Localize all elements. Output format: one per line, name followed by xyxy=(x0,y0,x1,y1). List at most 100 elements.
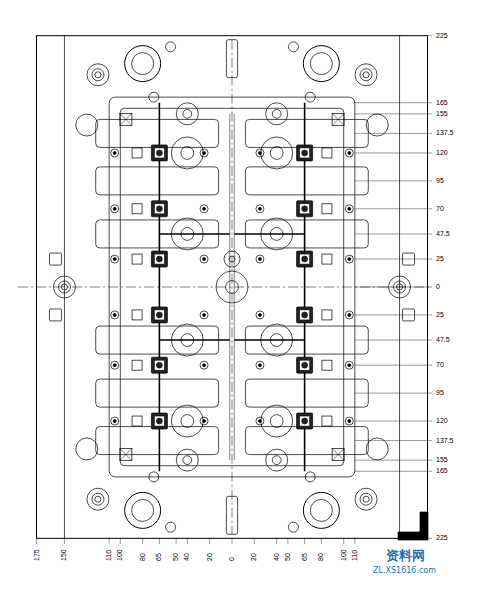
drawing-circle xyxy=(302,312,308,318)
drawing-circle xyxy=(171,324,203,356)
drawing-circle xyxy=(224,251,240,267)
drawing-line xyxy=(355,233,432,234)
dimension-label: 110 xyxy=(105,549,113,562)
drawing-circle xyxy=(272,456,281,465)
drawing-circle xyxy=(203,364,206,367)
drawing-rect xyxy=(49,309,61,321)
drawing-circle xyxy=(366,114,388,136)
drawing-circle xyxy=(216,271,248,303)
plate-outline-group xyxy=(18,36,432,544)
drawing-line xyxy=(232,40,233,535)
drawing-circle xyxy=(200,311,208,319)
drawing-circle xyxy=(149,92,159,102)
drawing-line xyxy=(355,287,432,288)
drawing-circle xyxy=(229,256,235,262)
drawing-circle xyxy=(261,218,293,250)
drawing-circle xyxy=(366,438,388,460)
drawing-circle xyxy=(345,255,353,263)
drawing-rect xyxy=(120,449,132,461)
drawing-line xyxy=(276,538,277,544)
dimension-label: 120 xyxy=(435,149,449,157)
drawing-circle xyxy=(113,258,116,261)
drawing-rect xyxy=(151,413,167,429)
drawing-line xyxy=(355,259,432,260)
drawing-circle xyxy=(288,42,298,52)
drawing-circle xyxy=(270,334,283,347)
drawing-line xyxy=(321,538,322,544)
drawing-circle xyxy=(92,69,104,81)
corner-mark xyxy=(398,512,428,540)
drawing-rect xyxy=(322,204,332,214)
drawing-circle xyxy=(156,362,162,368)
drawing-circle xyxy=(302,256,308,262)
drawing-line xyxy=(120,449,132,461)
watermark: ZL.XS1616.com xyxy=(372,566,437,575)
drawing-circle xyxy=(258,258,261,261)
dimension-label: 100 xyxy=(340,548,348,562)
drawing-rect xyxy=(151,145,167,161)
drawing-circle xyxy=(132,499,154,521)
drawing-line xyxy=(355,102,432,103)
drawing-circle xyxy=(363,72,369,78)
drawing-circle xyxy=(125,492,161,528)
drawing-circle xyxy=(305,92,315,102)
drawing-circle xyxy=(348,151,351,154)
dimension-label: 110 xyxy=(351,549,359,562)
drawing-rect xyxy=(151,201,167,217)
dimension-label: 175 xyxy=(33,548,41,562)
drawing-circle xyxy=(302,150,308,156)
drawing-circle xyxy=(266,103,288,125)
drawing-circle xyxy=(270,228,283,241)
drawing-rect xyxy=(154,310,164,320)
drawing-circle xyxy=(171,137,203,169)
drawing-circle xyxy=(203,207,206,210)
drawing-circle xyxy=(302,362,308,368)
drawing-line xyxy=(120,113,132,125)
drawing-rect xyxy=(297,201,313,217)
drawing-line xyxy=(355,365,432,366)
drawing-circle xyxy=(203,313,206,316)
drawing-circle xyxy=(256,205,264,213)
dimension-label: 165 xyxy=(435,467,449,475)
drawing-circle xyxy=(113,313,116,316)
drawing-circle xyxy=(355,488,377,510)
drawing-line xyxy=(355,421,432,422)
drawing-circle xyxy=(256,149,264,157)
drawing-rect xyxy=(297,251,313,267)
drawing-circle xyxy=(76,438,98,460)
drawing-line xyxy=(159,339,229,340)
drawing-circle xyxy=(125,46,161,82)
drawing-line xyxy=(36,538,37,544)
drawing-rect xyxy=(322,310,332,320)
drawing-line xyxy=(332,449,344,461)
drawing-circle xyxy=(181,147,194,160)
dimension-label: 25 xyxy=(435,311,445,319)
drawing-line xyxy=(304,538,305,544)
drawing-circle xyxy=(200,417,208,425)
drawing-circle xyxy=(95,72,101,78)
drawing-rect xyxy=(297,413,313,429)
drawing-line xyxy=(176,538,177,544)
dimension-label: 0 xyxy=(435,283,441,291)
drawing-line xyxy=(332,113,344,125)
dimension-label: 70 xyxy=(435,361,445,369)
drawing-rect xyxy=(300,416,310,426)
drawing-rect xyxy=(322,416,332,426)
drawing-rect xyxy=(132,148,142,158)
drawing-circle xyxy=(261,405,293,437)
drawing-circle xyxy=(348,258,351,261)
dimension-label: 0 xyxy=(228,556,236,562)
drawing-line xyxy=(234,339,304,340)
dimension-label: 25 xyxy=(435,255,445,263)
drawing-circle xyxy=(113,151,116,154)
dimension-label: 50 xyxy=(172,552,180,562)
drawing-rect xyxy=(322,360,332,370)
drawing-circle xyxy=(256,311,264,319)
drawing-circle xyxy=(156,418,162,424)
drawing-line xyxy=(234,114,235,460)
drawing-line xyxy=(64,538,65,544)
dimension-label: 155 xyxy=(435,110,449,118)
drawing-line xyxy=(343,538,344,544)
